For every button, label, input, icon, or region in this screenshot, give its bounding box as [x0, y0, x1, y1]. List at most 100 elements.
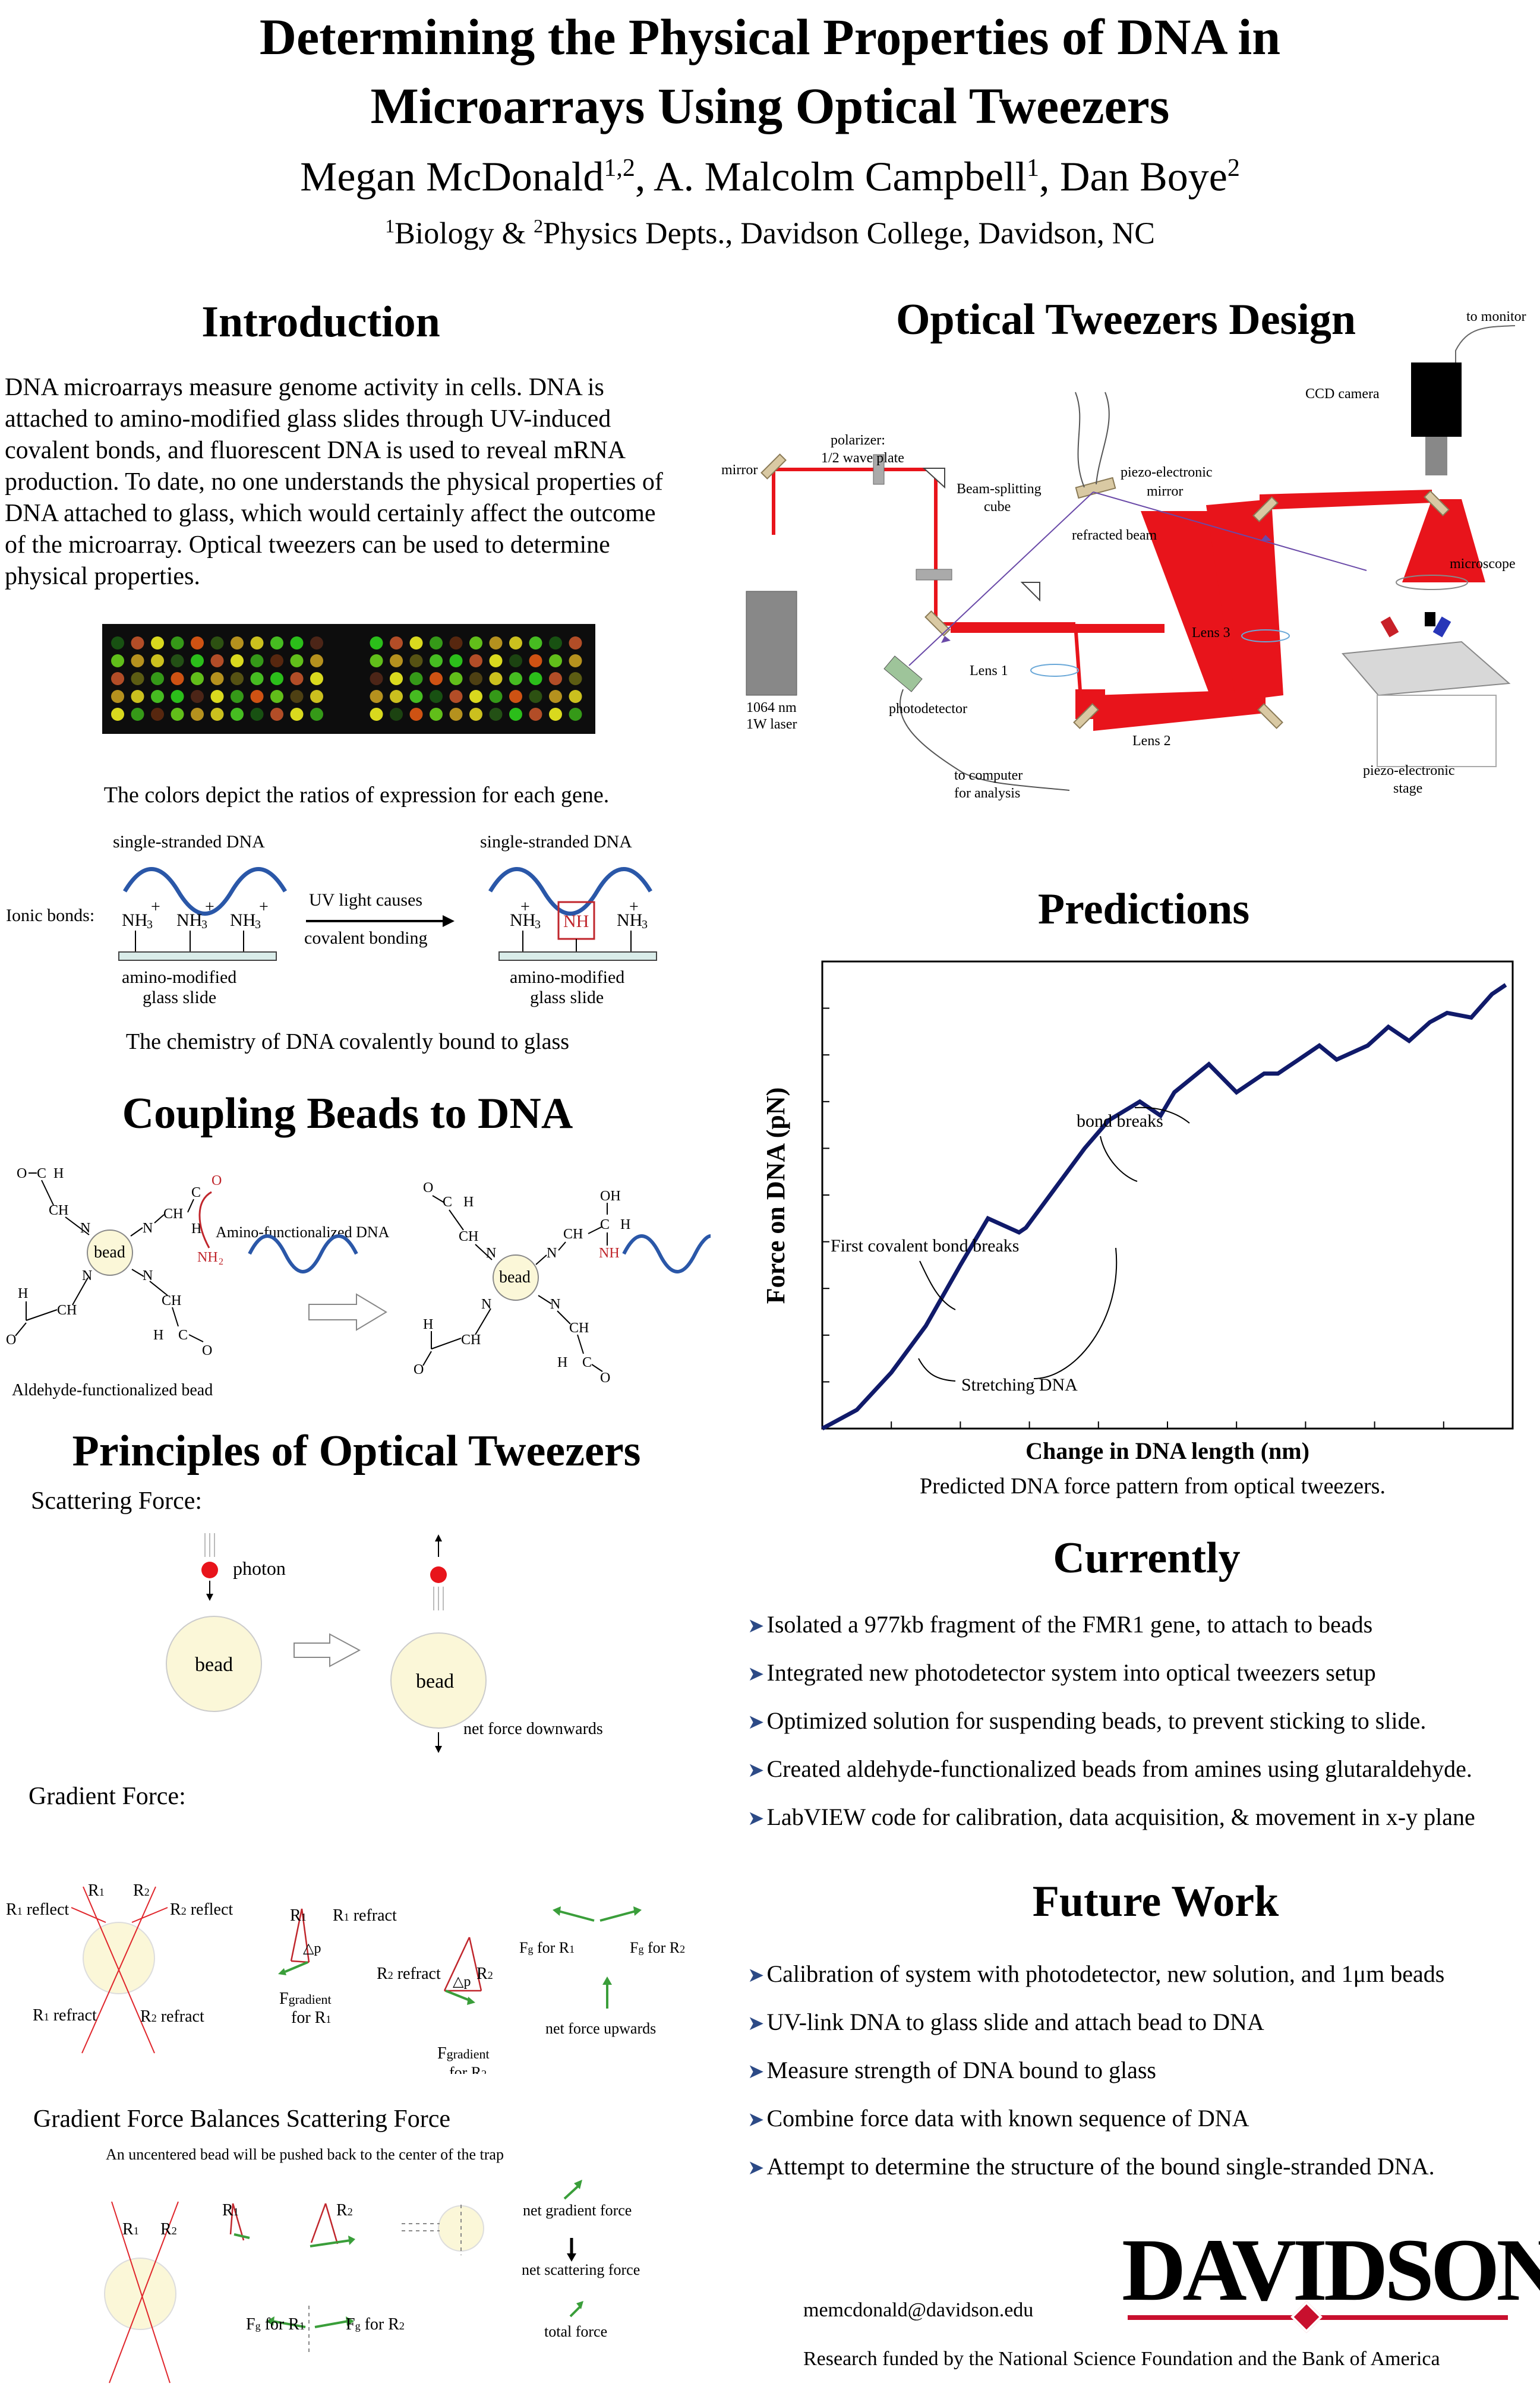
microarray-spot	[270, 708, 283, 721]
microarray-spot	[370, 654, 383, 667]
svg-text:glass slide: glass slide	[143, 988, 216, 1007]
microarray-spot	[151, 636, 164, 650]
svg-text:1W laser: 1W laser	[746, 717, 797, 732]
svg-text:NH: NH	[510, 910, 535, 930]
svg-text:for analysis: for analysis	[954, 786, 1020, 801]
svg-text:Fgradient: Fgradient	[437, 2044, 490, 2063]
microarray-spot	[310, 654, 323, 667]
svg-text:H: H	[423, 1317, 433, 1332]
svg-text:O: O	[414, 1362, 424, 1377]
svg-text:R2: R2	[160, 2220, 177, 2239]
svg-text:NH: NH	[197, 1250, 218, 1265]
microarray-spot	[569, 690, 582, 703]
svg-text:Beam-splitting: Beam-splitting	[957, 481, 1042, 497]
currently-item: ➤Created aldehyde-functionalized beads f…	[747, 1755, 1472, 1782]
svg-text:Amino-functionalized DNA: Amino-functionalized DNA	[216, 1224, 390, 1241]
glass-slide-left	[118, 951, 277, 961]
x-axis-label: Change in DNA length (nm)	[1025, 1437, 1309, 1464]
svg-text:+: +	[520, 898, 530, 916]
microarray-spot	[370, 636, 383, 650]
svg-text:O: O	[202, 1343, 212, 1358]
svg-text:UV light causes: UV light causes	[309, 890, 422, 910]
microarray-spot	[529, 672, 542, 685]
microarray-spot	[131, 708, 144, 721]
svg-text:+: +	[259, 898, 269, 916]
microarray-spot	[469, 690, 482, 703]
svg-text:Fgradient: Fgradient	[279, 1990, 332, 2008]
microarray-spot	[469, 636, 482, 650]
svg-text:mirror: mirror	[721, 462, 758, 478]
microarray-spot	[191, 708, 204, 721]
svg-text:R1: R1	[122, 2220, 139, 2239]
future-item: ➤Calibration of system with photodetecto…	[747, 1960, 1445, 1987]
microarray-spot	[231, 636, 244, 650]
contact-email[interactable]: memcdonald@davidson.edu	[803, 2299, 1034, 2321]
svg-text:C: C	[178, 1328, 188, 1343]
svg-text:O: O	[6, 1332, 16, 1348]
svg-text:Fg for R2: Fg for R2	[346, 2315, 405, 2334]
svg-text:N: N	[80, 1221, 90, 1236]
microarray-spot	[430, 654, 443, 667]
microarray-spot	[111, 636, 124, 650]
annotation-stretching: Stretching DNA	[961, 1375, 1078, 1395]
svg-text:Lens 3: Lens 3	[1192, 625, 1230, 641]
microarray-spot	[409, 672, 423, 685]
author-3: Dan Boye	[1059, 154, 1227, 200]
affiliations: 1Biology & 2Physics Depts., Davidson Col…	[385, 215, 1155, 251]
svg-text:CH: CH	[162, 1293, 181, 1309]
ccd-camera	[1411, 362, 1462, 437]
microarray-spot	[171, 708, 184, 721]
microarray-spot	[191, 672, 204, 685]
scattering-force-label: Scattering Force:	[31, 1487, 203, 1515]
svg-text:3: 3	[255, 918, 261, 931]
svg-text:cube: cube	[984, 499, 1011, 515]
design-heading: Optical Tweezers Design	[895, 295, 1356, 344]
microarray-spot	[370, 708, 383, 721]
bead-scatter-left	[166, 1616, 262, 1712]
microarray-spot	[409, 654, 423, 667]
force-prediction-chart: Force on DNA (pN) Change in DNA length (…	[761, 951, 1539, 1468]
microarray-spot	[449, 690, 463, 703]
svg-text:polarizer:: polarizer:	[831, 433, 885, 448]
microarray-spot	[390, 672, 403, 685]
svg-text:N: N	[481, 1297, 491, 1312]
svg-text:bead: bead	[195, 1654, 233, 1676]
microarray-spot	[549, 690, 562, 703]
svg-text:3: 3	[147, 918, 153, 931]
author-1: Megan McDonald	[300, 154, 604, 200]
svg-text:amino-modified: amino-modified	[122, 967, 236, 987]
svg-text:NH: NH	[176, 910, 202, 930]
microarray-spot	[430, 708, 443, 721]
microarray-spot	[210, 690, 224, 703]
svg-text:3: 3	[535, 918, 541, 931]
svg-text:O: O	[423, 1180, 433, 1196]
svg-text:microscope: microscope	[1450, 556, 1516, 572]
svg-text:total force: total force	[544, 2323, 607, 2340]
microarray-spot	[390, 654, 403, 667]
svg-text:R2: R2	[133, 1881, 150, 1900]
microarray-spot	[370, 690, 383, 703]
microarray-spot	[111, 708, 124, 721]
svg-text:+: +	[629, 898, 639, 916]
svg-text:3: 3	[201, 918, 207, 931]
svg-text:bead: bead	[499, 1268, 531, 1287]
microarray-spot	[390, 708, 403, 721]
microarray-spot	[231, 690, 244, 703]
microarray-spot	[210, 672, 224, 685]
davidson-logo: DAVIDSON	[1122, 2221, 1540, 2319]
svg-text:Aldehyde-functionalized bead: Aldehyde-functionalized bead	[12, 1381, 213, 1399]
currently-item: ➤Optimized solution for suspending beads…	[747, 1707, 1427, 1734]
currently-list: ➤Isolated a 977kb fragment of the FMR1 g…	[747, 1610, 1475, 1851]
microarray-spot	[250, 654, 264, 667]
microarray-spot	[310, 690, 323, 703]
bead-right	[493, 1254, 539, 1301]
svg-text:stage: stage	[1393, 781, 1422, 796]
svg-text:R2: R2	[336, 2201, 353, 2220]
microarray-spot	[529, 654, 542, 667]
microarray-spot	[131, 654, 144, 667]
microarray-spot	[409, 708, 423, 721]
y-axis-label: Force on DNA (pN)	[766, 1087, 790, 1304]
svg-text:R1 refract: R1 refract	[333, 1906, 397, 1925]
svg-text:C: C	[37, 1166, 46, 1181]
svg-text:photon: photon	[233, 1558, 286, 1579]
